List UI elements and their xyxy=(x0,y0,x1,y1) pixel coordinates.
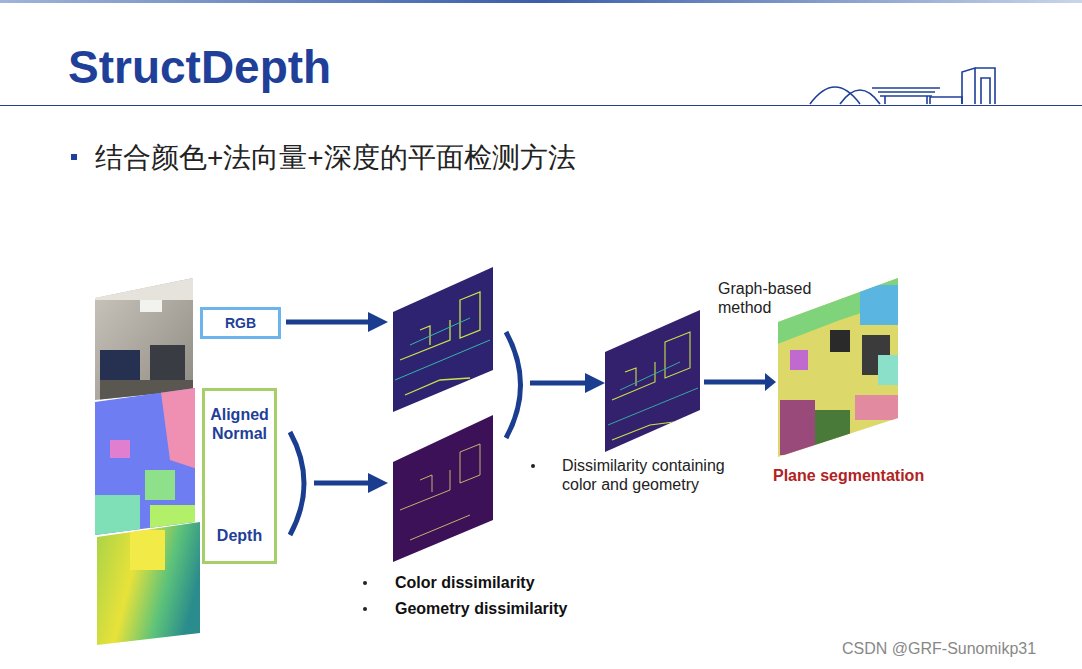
node-text: RGB xyxy=(203,315,278,331)
text-label: Color dissimilarity xyxy=(395,574,535,592)
node-text: Plane segmentation xyxy=(773,467,924,485)
edge-label: Graph-based method xyxy=(718,279,833,317)
input-box: RGB xyxy=(200,307,281,339)
node-text: Aligned Normal xyxy=(207,405,272,443)
slide-title: StructDepth xyxy=(68,40,331,94)
text-label: 结合颜色+法向量+深度的平面检测方法 xyxy=(95,139,576,177)
text-label: CSDN @GRF-Sunomikp31 xyxy=(842,640,1036,658)
connector-arrow xyxy=(704,373,776,391)
node-text: Depth xyxy=(207,527,272,545)
image-node: Dissimilarity containing color and geome… xyxy=(605,312,700,452)
input-box: Aligned NormalDepth xyxy=(202,388,277,564)
text-label: Geometry dissimilarity xyxy=(395,600,568,618)
node-text: Dissimilarity containing color and geome… xyxy=(562,456,752,494)
image-node: Plane segmentation xyxy=(778,278,898,457)
